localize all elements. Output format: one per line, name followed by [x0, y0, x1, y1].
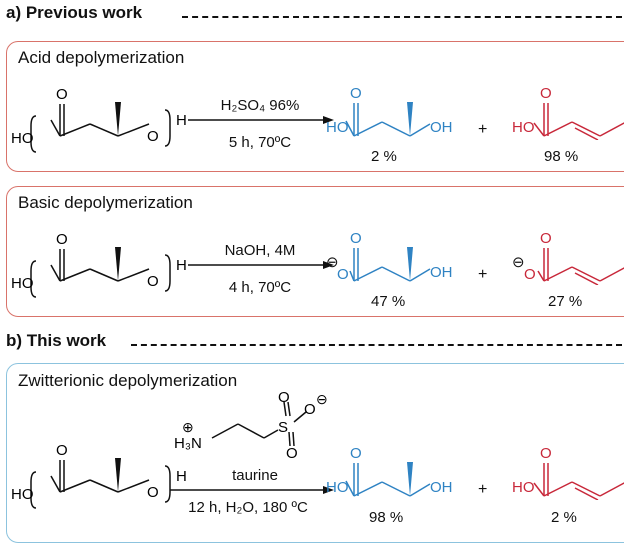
zw-product-o: O — [350, 445, 362, 462]
taurine-s: S — [278, 419, 288, 436]
section-b-divider — [131, 344, 622, 346]
section-a-divider — [182, 16, 622, 18]
basic-reagent: NaOH, 4M — [224, 242, 296, 259]
acid-hydroxybutyric-acid: HO O OH — [326, 85, 453, 137]
acid-depolymerization-panel — [6, 41, 624, 172]
acid-crotonic-ho: HO — [512, 119, 535, 136]
taurine-plus-charge: ⊕ — [182, 419, 194, 435]
basic-crotonate: ⊖ O O — [512, 230, 624, 285]
acid-product-oh: OH — [430, 119, 453, 136]
basic-depolymerization-panel — [6, 186, 624, 317]
acid-panel-title: Acid depolymerization — [18, 48, 185, 67]
zwitterionic-polymer-structure: HO O O H — [11, 442, 187, 509]
basic-polymer-ho: HO — [11, 275, 34, 292]
acid-yield-hydroxy: 2 % — [371, 148, 397, 165]
section-a-title: a) Previous work — [6, 3, 143, 22]
zwitterionic-reaction-arrow — [170, 486, 334, 494]
basic-product-o-minus: O — [337, 266, 349, 283]
zw-polymer-o2: O — [147, 484, 159, 501]
acid-product-ho: HO — [326, 119, 349, 136]
basic-product-oh: OH — [430, 264, 453, 281]
zw-product-ho: HO — [326, 479, 349, 496]
acid-reaction-arrow — [188, 116, 334, 124]
acid-polymer-structure: HO O O H — [11, 86, 187, 153]
basic-polymer-o2: O — [147, 273, 159, 290]
zw-yield-hydroxy: 98 % — [369, 509, 404, 526]
basic-crotonate-o: O — [540, 230, 552, 247]
zw-hydroxybutyric-acid: HO O OH — [326, 445, 453, 497]
basic-hydroxybutyrate: ⊖ O O OH — [326, 230, 453, 283]
acid-reagent: H₂SO₄ 96% — [220, 97, 300, 114]
taurine-minus-charge: ⊖ — [316, 391, 328, 407]
acid-polymer-ho: HO — [11, 130, 34, 147]
taurine-nh3: H₃N — [174, 435, 202, 452]
zw-crotonic-o: O — [540, 445, 552, 462]
acid-product-o: O — [350, 85, 362, 102]
zw-polymer-o: O — [56, 442, 68, 459]
acid-condition: 5 h, 70ºC — [228, 134, 292, 151]
basic-yield-hydroxy: 47 % — [371, 293, 406, 310]
taurine-o-minus: O — [304, 401, 316, 418]
acid-polymer-o2: O — [147, 128, 159, 145]
zw-crotonic-ho: HO — [512, 479, 535, 496]
zwitterionic-panel-title: Zwitterionic depolymerization — [18, 371, 238, 390]
taurine-o-top: O — [278, 390, 290, 406]
acid-polymer-o: O — [56, 86, 68, 103]
acid-crotonic-acid: HO O — [512, 85, 624, 140]
basic-condition: 4 h, 70ºC — [228, 279, 292, 296]
acid-polymer-h: H — [176, 112, 187, 129]
basic-reaction-arrow — [188, 261, 334, 269]
zw-product-oh: OH — [430, 479, 453, 496]
basic-product-o: O — [350, 230, 362, 247]
acid-yield-crotonic: 98 % — [544, 148, 579, 165]
taurine-structure: H₃N ⊕ S O O O ⊖ — [174, 390, 328, 460]
zw-yield-crotonic: 2 % — [551, 509, 577, 526]
taurine-o-bottom: O — [286, 445, 298, 460]
basic-polymer-structure: HO O O H — [11, 231, 187, 298]
zw-plus: + — [478, 481, 488, 498]
zw-polymer-ho: HO — [11, 486, 34, 503]
basic-yield-crotonic: 27 % — [548, 293, 583, 310]
zw-crotonic-acid: HO O — [512, 445, 624, 500]
basic-crotonate-minus: ⊖ — [512, 254, 525, 271]
basic-crotonate-o-minus: O — [524, 266, 536, 283]
section-b-title: b) This work — [6, 331, 107, 350]
zwitterionic-condition: 12 h, H₂O, 180 ºC — [188, 499, 308, 516]
basic-product-minus: ⊖ — [326, 254, 339, 271]
zwitterionic-reagent: taurine — [232, 467, 278, 484]
acid-crotonic-o: O — [540, 85, 552, 102]
basic-polymer-h: H — [176, 257, 187, 274]
acid-plus: + — [478, 121, 488, 138]
zw-polymer-h: H — [176, 468, 187, 485]
basic-panel-title: Basic depolymerization — [18, 193, 193, 212]
basic-plus: + — [478, 266, 488, 283]
basic-polymer-o: O — [56, 231, 68, 248]
